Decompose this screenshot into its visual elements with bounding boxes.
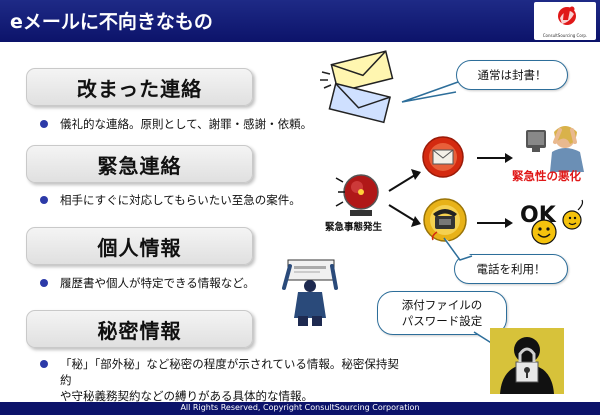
- heading-personal-info-label: 個人情報: [97, 235, 182, 260]
- mail-button-icon: [422, 136, 464, 178]
- phone-button-icon: [423, 198, 467, 242]
- branch-arrows-icon: [388, 169, 421, 227]
- bullet-confidential-line1: 「秘」「部外秘」など秘密の程度が示されている情報。秘密保持契約: [60, 357, 399, 387]
- stressed-person-icon: [526, 126, 584, 172]
- heading-confidential-info: 秘密情報: [26, 310, 253, 348]
- callout-letter: 通常は封書！: [456, 60, 568, 90]
- arrow-right-icon: [477, 218, 513, 228]
- person-with-sign-icon: [282, 259, 338, 326]
- footer-bar: All Rights Reserved, Copyright ConsultSo…: [0, 402, 600, 415]
- header-bar: eメールに不向きなもの ConsultSourcing Corp.: [0, 0, 600, 42]
- bullet-personal-info-text: 履歴書や個人が特定できる情報など。: [60, 276, 255, 290]
- heading-personal-info: 個人情報: [26, 227, 253, 265]
- bullet-dot-icon: [40, 279, 48, 287]
- heading-urgent-contact-label: 緊急連絡: [97, 153, 182, 178]
- bullet-personal-info: 履歴書や個人が特定できる情報など。: [40, 275, 340, 291]
- heading-formal-contact: 改まった連絡: [26, 68, 253, 106]
- page-title: eメールに不向きなもの: [10, 11, 213, 33]
- company-logo: ConsultSourcing Corp.: [534, 2, 596, 40]
- callout-phone-text: 電話を利用！: [476, 262, 546, 276]
- callout-phone: 電話を利用！: [454, 254, 568, 284]
- padlock-person-icon: [490, 328, 564, 394]
- bullet-confidential-line2: や守秘義務契約などの縛りがある具体的な情報。: [60, 389, 313, 403]
- callout-letter-pointer: [401, 81, 459, 103]
- bullet-dot-icon: [40, 360, 48, 368]
- bullet-urgent-contact-text: 相手にすぐに対応してもらいたい至急の案件。: [60, 193, 301, 207]
- label-emergency: 緊急事態発生: [325, 222, 383, 233]
- alarm-bell-icon: [335, 174, 379, 216]
- logo-text: ConsultSourcing Corp.: [542, 33, 588, 38]
- envelope-icon: [320, 50, 394, 124]
- bullet-dot-icon: [40, 196, 48, 204]
- heading-urgent-contact: 緊急連絡: [26, 145, 253, 183]
- bullet-formal-contact-text: 儀礼的な連絡。原則として、謝罪・感謝・依頼。: [60, 117, 313, 131]
- callout-letter-text: 通常は封書！: [477, 68, 547, 82]
- callout-phone-pointer: [443, 237, 473, 261]
- bullet-confidential-info: 「秘」「部外秘」など秘密の程度が示されている情報。秘密保持契約 や守秘義務契約な…: [40, 356, 400, 404]
- heading-confidential-info-label: 秘密情報: [97, 318, 182, 343]
- heading-formal-contact-label: 改まった連絡: [76, 76, 203, 101]
- label-urgency-worse: 緊急性の悪化: [512, 169, 581, 183]
- logo-icon: [558, 6, 576, 25]
- arrow-right-icon: [477, 153, 513, 163]
- callout-password-line1: 添付ファイルの: [401, 298, 483, 312]
- bullet-formal-contact: 儀礼的な連絡。原則として、謝罪・感謝・依頼。: [40, 116, 340, 132]
- callout-password-line2: パスワード設定: [401, 314, 483, 328]
- callout-password: 添付ファイルの パスワード設定: [377, 291, 507, 335]
- bullet-dot-icon: [40, 120, 48, 128]
- footer-copyright: All Rights Reserved, Copyright ConsultSo…: [180, 403, 420, 412]
- ok-smiley-icon: OK: [520, 199, 584, 245]
- bullet-urgent-contact: 相手にすぐに対応してもらいたい至急の案件。: [40, 192, 340, 208]
